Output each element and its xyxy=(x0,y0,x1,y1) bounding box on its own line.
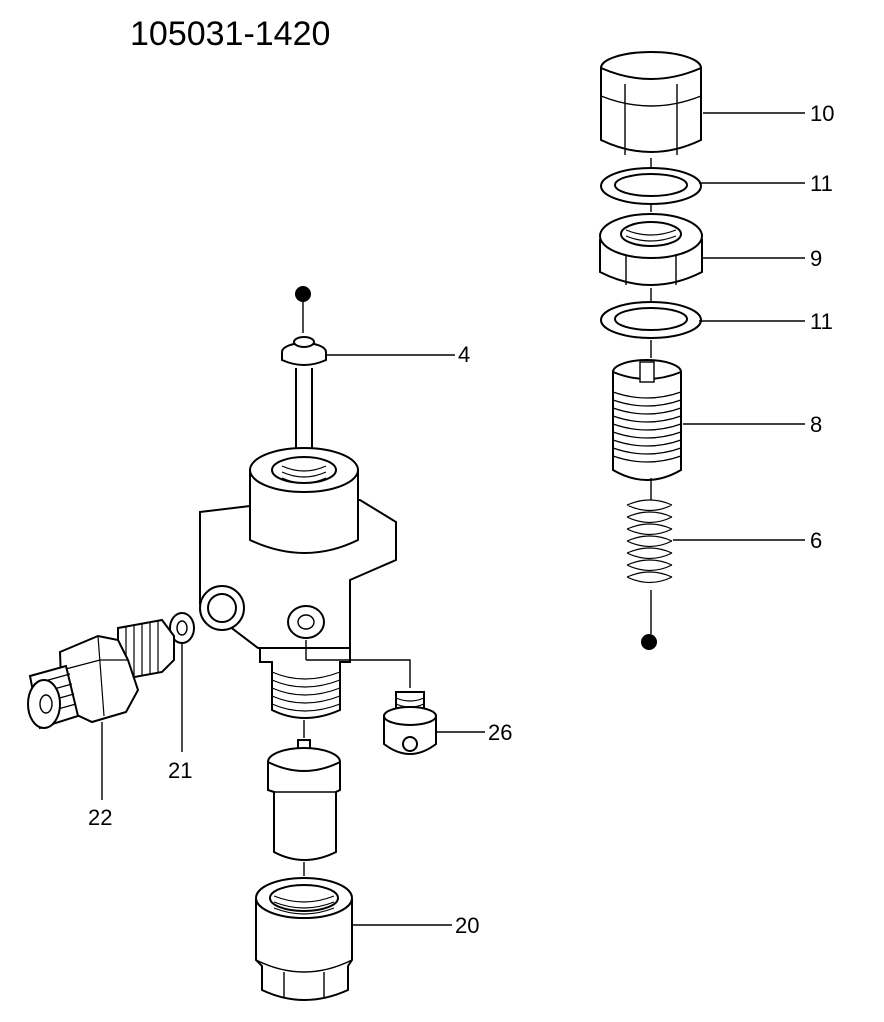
label-26: 26 xyxy=(488,720,512,745)
centerline xyxy=(306,659,411,688)
main-body-housing xyxy=(199,447,397,719)
label-11-lower: 11 xyxy=(810,309,833,334)
part-10-hex-cap xyxy=(600,51,702,155)
part-20-union-nut xyxy=(255,877,353,1001)
part-8-threaded-holder xyxy=(612,359,682,481)
label-6: 6 xyxy=(810,528,822,553)
reference-dot-lower xyxy=(641,634,657,650)
label-21: 21 xyxy=(168,758,192,783)
label-4: 4 xyxy=(458,342,470,367)
reference-dot-upper xyxy=(295,286,311,302)
part-26-fitting xyxy=(383,691,437,755)
label-9: 9 xyxy=(810,246,822,271)
label-10: 10 xyxy=(810,101,834,126)
part-9-hex-nut xyxy=(599,213,703,286)
part-11-washer-lower xyxy=(600,301,702,339)
part-11-washer-upper xyxy=(600,167,702,205)
part-22-connector xyxy=(27,618,175,730)
label-11-upper: 11 xyxy=(810,171,833,196)
label-20: 20 xyxy=(455,913,479,938)
delivery-valve xyxy=(267,739,341,861)
label-8: 8 xyxy=(810,412,822,437)
label-22: 22 xyxy=(88,805,112,830)
part-6-spring xyxy=(626,499,673,584)
part-number-title: 105031-1420 xyxy=(130,15,330,53)
